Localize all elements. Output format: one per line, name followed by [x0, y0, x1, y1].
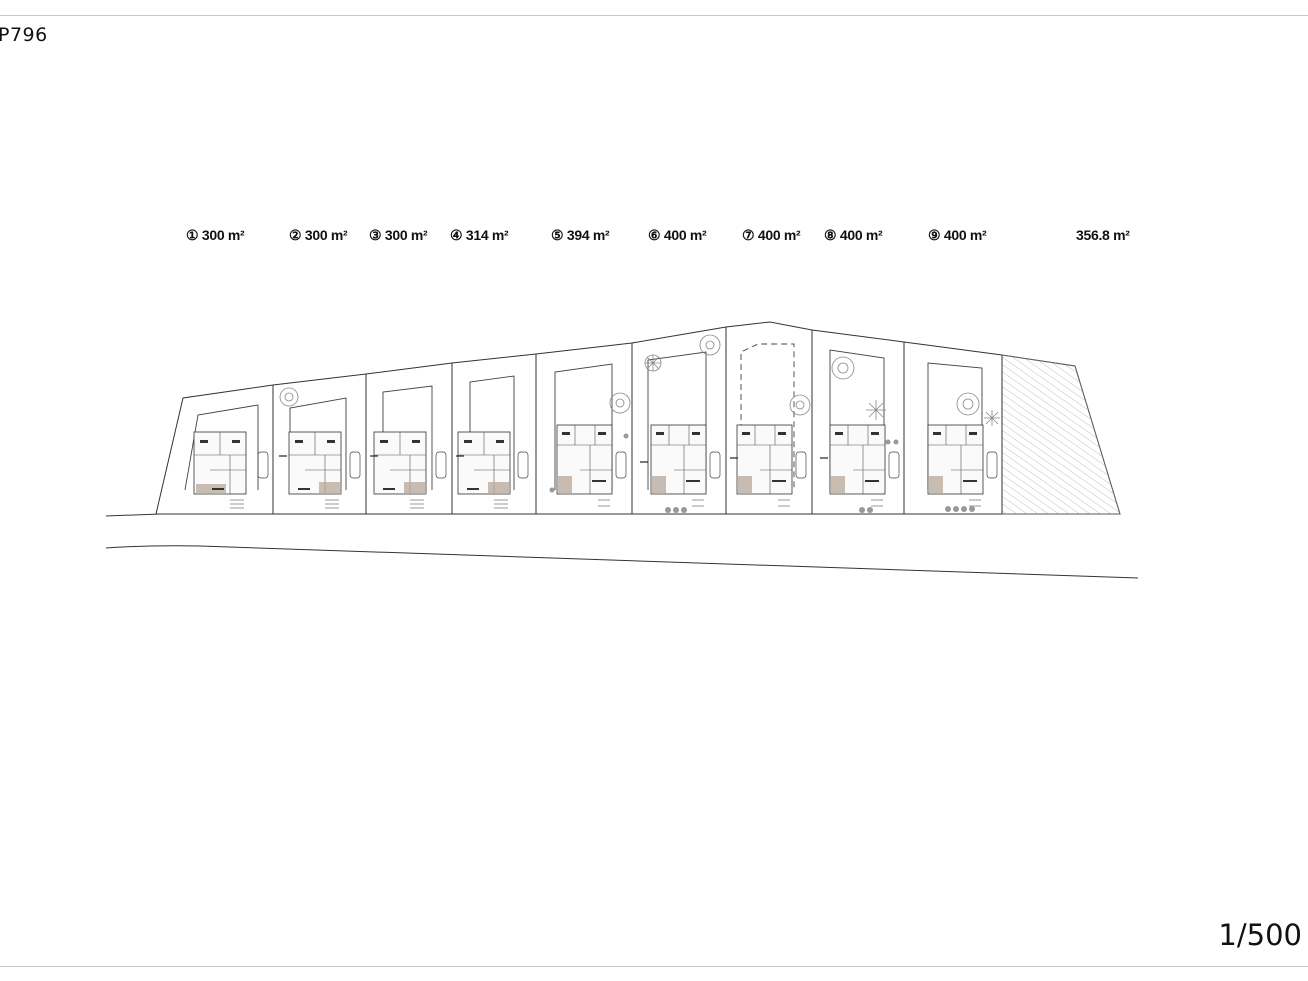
lot-area-9: ⑨ 400 m² — [928, 227, 987, 243]
entry-steps — [230, 499, 981, 509]
tree-symbols — [279, 334, 1000, 426]
bottom-border — [0, 966, 1308, 967]
house-footprints — [193, 424, 984, 495]
lot-area-6: ⑥ 400 m² — [648, 227, 707, 243]
drawing-code: P796 — [0, 24, 48, 46]
lot-area-7: ⑦ 400 m² — [742, 227, 801, 243]
lot-area-4: ④ 314 m² — [450, 227, 509, 243]
road-edge-top — [105, 513, 161, 517]
top-border — [0, 15, 1308, 16]
scale-label: 1/500 — [1218, 918, 1302, 952]
lot-area-5: ⑤ 394 m² — [551, 227, 610, 243]
lot-area-remaining: 356.8 m² — [1076, 227, 1130, 243]
furniture — [200, 432, 977, 490]
lot-area-2: ② 300 m² — [289, 227, 348, 243]
terraces — [196, 476, 943, 494]
lot-area-3: ③ 300 m² — [369, 227, 428, 243]
shrub-symbols — [549, 433, 975, 513]
road-edge-bottom — [105, 545, 1139, 579]
parking-cars — [257, 451, 998, 479]
interior-walls — [194, 425, 983, 494]
walkway-marks — [279, 455, 828, 463]
lot-area-8: ⑧ 400 m² — [824, 227, 883, 243]
setback-lines — [184, 343, 983, 491]
remaining-lot-hatch — [1001, 354, 1121, 515]
lot-dividers — [272, 327, 1003, 514]
lot-area-1: ① 300 m² — [186, 227, 245, 243]
